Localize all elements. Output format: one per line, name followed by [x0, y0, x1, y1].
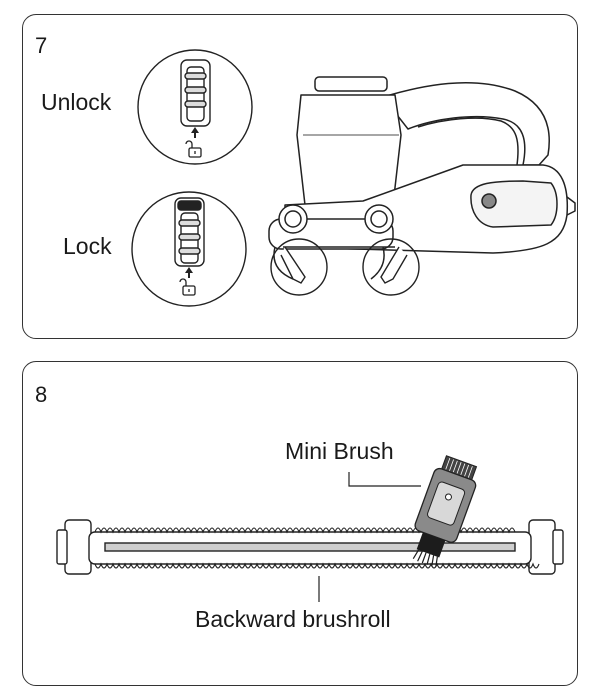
unlock-arrow-icon [191, 127, 199, 138]
step-number: 7 [35, 33, 48, 58]
mini-brush-leader [348, 472, 421, 487]
lock-arrow-icon [185, 267, 193, 278]
padlock-open-icon [185, 140, 202, 158]
mini-brush-label: Mini Brush [285, 438, 394, 464]
mini-brush-tool [412, 455, 478, 567]
brushroll [56, 519, 564, 575]
lock-detail-circle [131, 191, 247, 307]
latch-callout-left [270, 238, 328, 296]
lock-label: Lock [63, 233, 112, 259]
step-number: 8 [35, 382, 48, 407]
unlock-label: Unlock [41, 89, 112, 115]
unlock-detail-circle [137, 49, 253, 165]
step-7-illustration [131, 49, 576, 307]
step-7-panel: 7 Unlock Lock [22, 14, 578, 339]
step-8-panel: 8 Mini Brush Backward brushroll [22, 361, 578, 686]
cleaner-machine [268, 76, 576, 280]
backward-brushroll-label: Backward brushroll [195, 606, 391, 632]
padlock-icon [179, 278, 196, 296]
step-8-illustration [56, 455, 564, 602]
latch-callout-right [362, 238, 420, 296]
